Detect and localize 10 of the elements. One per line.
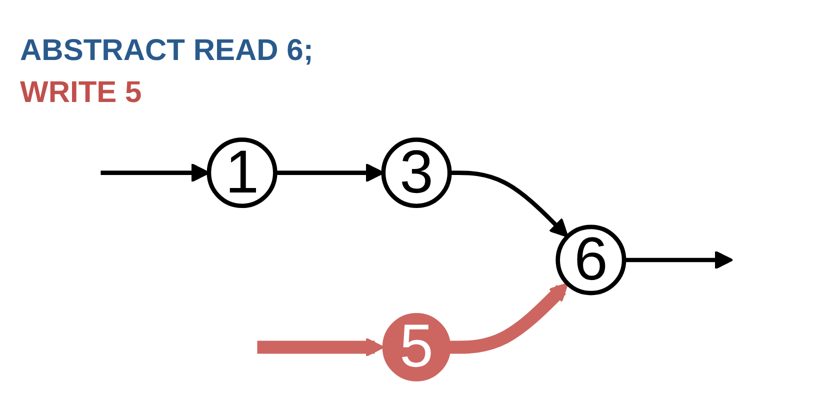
heading-text: WRITE 5 (20, 75, 143, 111)
node-circle: 6 (556, 224, 626, 296)
node-circle: 1 (206, 138, 278, 208)
node-circle: 3 (381, 138, 452, 208)
arrow (257, 338, 384, 357)
heading-text: ABSTRACT READ 6; (20, 33, 314, 69)
arrow (624, 250, 734, 270)
arrow (450, 282, 568, 354)
node-circle: 5 (382, 313, 451, 382)
arrow (450, 170, 568, 238)
